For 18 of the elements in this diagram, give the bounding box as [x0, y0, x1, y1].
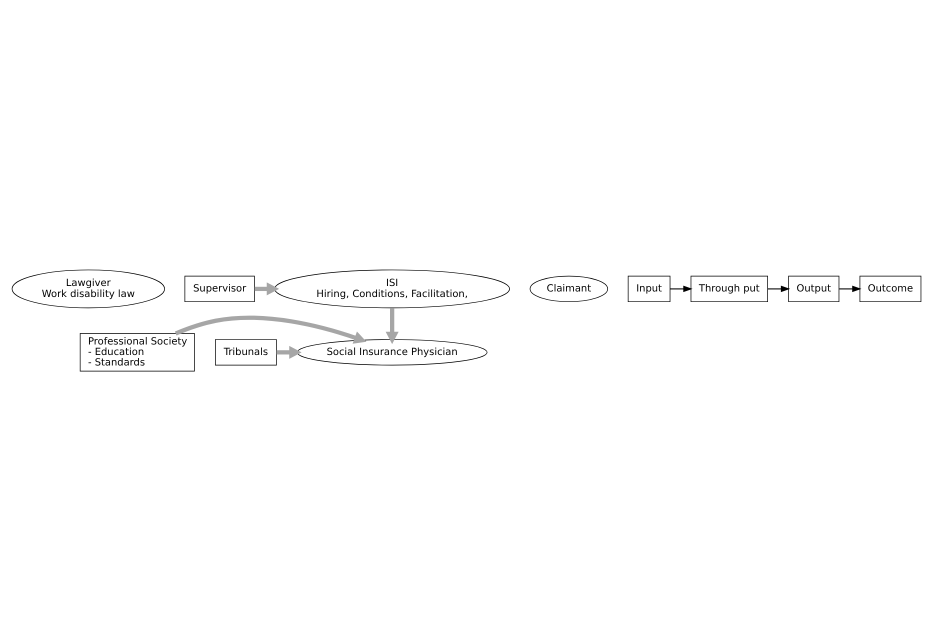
arrow: [386, 308, 399, 344]
arrow: [174, 315, 366, 344]
node-box: Output: [788, 275, 840, 302]
arrow: [839, 285, 862, 292]
arrow: [670, 285, 693, 292]
node-box: Input: [628, 275, 670, 302]
node-ellipse: Lawgiver Work disability law: [12, 269, 165, 308]
node-ellipse: ISI Hiring, Conditions, Facilitation,: [274, 269, 510, 308]
node-box: Professional Society - Education - Standards: [80, 332, 195, 372]
arrow: [768, 285, 790, 292]
node-box: Outcome: [860, 275, 922, 302]
arrow: [276, 345, 302, 358]
node-ellipse: Social Insurance Physician: [296, 338, 488, 365]
node-ellipse: Claimant: [530, 275, 608, 302]
node-box: Supervisor: [184, 275, 255, 302]
arrow: [254, 282, 280, 295]
node-box: Tribunals: [215, 338, 277, 365]
node-box: Through put: [690, 275, 768, 302]
